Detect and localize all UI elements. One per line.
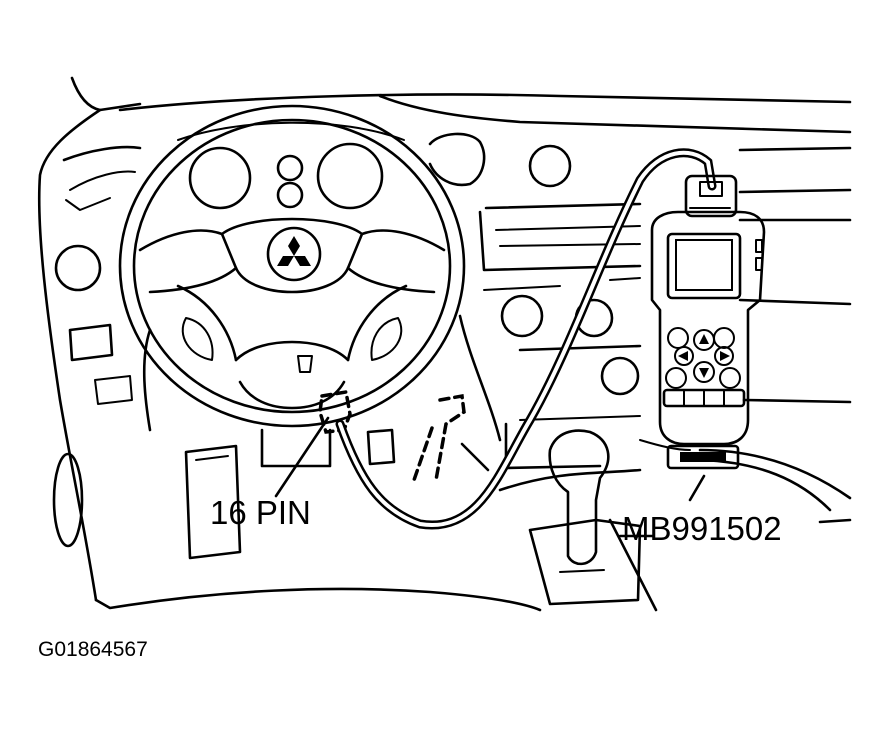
- diagnostic-cable: [335, 148, 717, 530]
- callout-leaders: [274, 416, 852, 538]
- keypad-buttons: [665, 327, 741, 389]
- dashboard-outline: [37, 76, 852, 612]
- mitsubishi-logo-icon: [266, 226, 322, 282]
- steering-column: [260, 428, 396, 468]
- right-console-lines: [639, 146, 852, 512]
- connector-label: 16 PIN: [210, 494, 311, 531]
- figure-id: G01864567: [38, 638, 148, 661]
- steering-wheel: [118, 104, 466, 428]
- center-console: [428, 132, 642, 470]
- hidden-bracket: [412, 393, 490, 482]
- left-knee-panel: [52, 444, 242, 560]
- scan-tool-label: MB991502: [622, 510, 782, 547]
- mb991502-scan-tool: [650, 174, 766, 470]
- gear-shifter: [498, 429, 658, 612]
- left-vent: [54, 244, 152, 432]
